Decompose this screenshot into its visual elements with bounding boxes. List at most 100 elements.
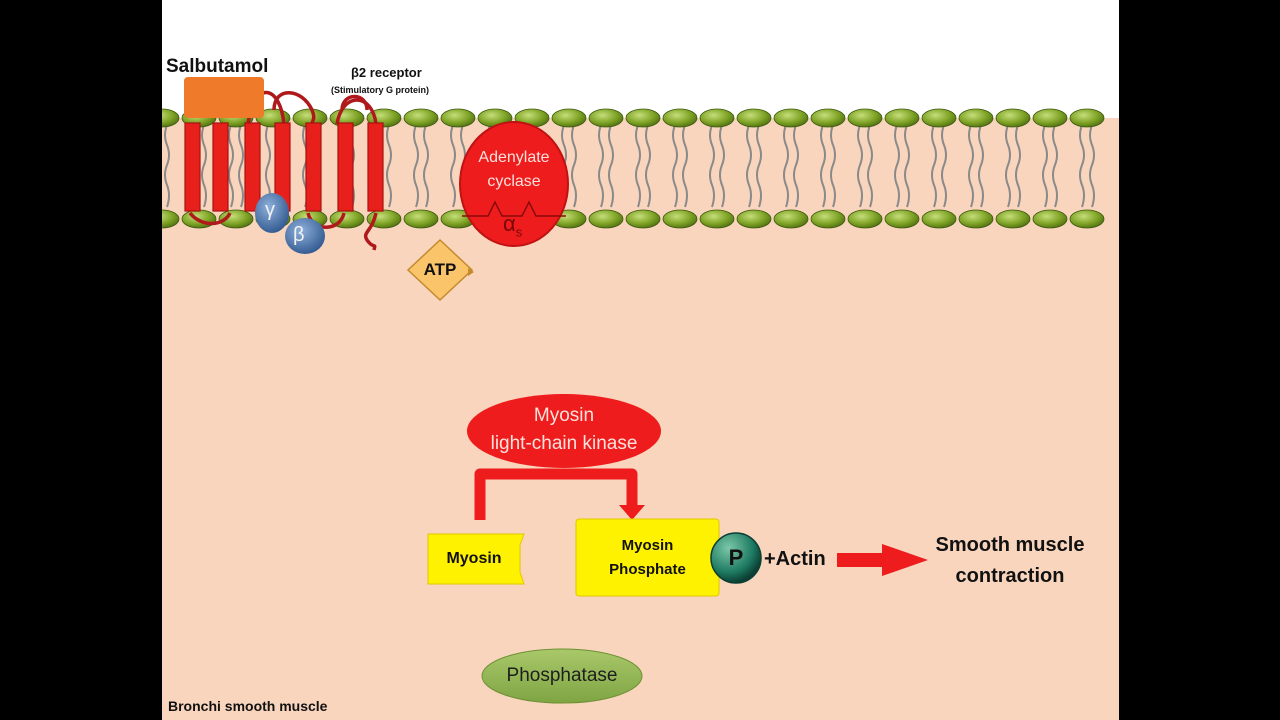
lipid-tail (635, 124, 651, 208)
cyclase-line2: cyclase (487, 173, 541, 190)
lipid-head (440, 108, 476, 128)
atp-molecule (406, 238, 474, 302)
actin-label: +Actin (764, 548, 826, 570)
lipid-head (773, 209, 809, 229)
lipid-head (921, 209, 957, 229)
outcome-label: Smooth muscle contraction (920, 530, 1100, 592)
receptor-helix (337, 122, 354, 212)
lipid-tail (164, 124, 170, 208)
lipid-tail (968, 124, 984, 208)
lipid-head (810, 108, 846, 128)
lipid-head (847, 209, 883, 229)
lipid-tail (598, 124, 614, 208)
beta-label: β (293, 224, 305, 246)
mlck-label: Myosin light-chain kinase (467, 400, 661, 460)
outcome-line1: Smooth muscle (935, 534, 1085, 556)
lipid-tail (894, 124, 910, 208)
lipid-head (551, 108, 587, 128)
slide-canvas: Salbutamol β2 receptor (Stimulatory G pr… (162, 0, 1119, 720)
lipid-head (1069, 108, 1105, 128)
lipid-head (403, 209, 439, 229)
receptor-loops (188, 90, 378, 251)
lipid-tail (820, 124, 836, 208)
lipid-tail (1079, 124, 1095, 208)
cyclase-line1: Adenylate (478, 149, 550, 166)
diagram-graphics (162, 77, 1105, 704)
receptor-helix (305, 122, 322, 212)
receptor-helix (367, 122, 384, 212)
lipid-tail (1005, 124, 1021, 208)
mlck-line1: Myosin (533, 405, 595, 426)
lipid-tail (783, 124, 799, 208)
alpha-s-label: αs (503, 211, 522, 239)
cell-type-label: Bronchi smooth muscle (168, 698, 328, 714)
lipid-tail (672, 124, 688, 208)
lipid-tail (1042, 124, 1058, 208)
lipid-tail (857, 124, 873, 208)
lipid-head (1032, 108, 1068, 128)
receptor-helix (244, 122, 261, 212)
beta2-receptor (184, 122, 384, 212)
receptor-helix (212, 122, 229, 212)
lipid-head (736, 108, 772, 128)
lipid-head (958, 108, 994, 128)
g-protein-beta (285, 218, 325, 254)
lipid-tail (931, 124, 947, 208)
lipid-head (588, 209, 624, 229)
myosin-label: Myosin (446, 550, 502, 567)
phosphatase-enzyme (481, 648, 643, 704)
lipid-bilayer (162, 108, 1105, 229)
lipid-head (625, 209, 661, 229)
lipid-head (625, 108, 661, 128)
lipid-head (162, 108, 180, 128)
lipid-head (958, 209, 994, 229)
lipid-head (699, 209, 735, 229)
alpha-symbol: α (503, 211, 516, 236)
mlck-enzyme (467, 394, 661, 468)
lipid-tail (709, 124, 725, 208)
lipid-head (403, 108, 439, 128)
phosphatase-label: Phosphatase (506, 665, 618, 686)
lipid-head (921, 108, 957, 128)
lipid-head (662, 209, 698, 229)
salbutamol-label: Salbutamol (166, 56, 269, 77)
mlck-line2: light-chain kinase (490, 433, 638, 454)
phosphorylation-arrow (474, 468, 638, 520)
phosphate-label: P (728, 545, 744, 570)
alpha-subscript: s (515, 224, 523, 240)
g-protein-gamma (255, 193, 289, 233)
myosin-phosphate-label: Myosin Phosphate (576, 526, 719, 590)
lipid-head (1069, 209, 1105, 229)
atp-label: ATP (423, 260, 457, 279)
lipid-head (1032, 209, 1068, 229)
lipid-head (699, 108, 735, 128)
lipid-head (995, 209, 1031, 229)
lipid-head (736, 209, 772, 229)
myosin-box (427, 533, 525, 585)
lipid-head (847, 108, 883, 128)
lipid-tail (413, 124, 429, 208)
adenylate-cyclase-label: Adenylate cyclase (460, 146, 568, 194)
adenylate-cyclase (459, 121, 569, 247)
myosin-phosphate-line1: Myosin (621, 537, 674, 554)
salbutamol-molecule (184, 77, 264, 118)
contraction-arrow (837, 544, 928, 576)
lipid-head (884, 108, 920, 128)
myosin-phosphate-line2: Phosphate (609, 561, 686, 578)
gamma-label: γ (265, 199, 275, 221)
receptor-helix (184, 122, 201, 212)
outcome-line2: contraction (955, 565, 1065, 587)
lipid-tail (228, 124, 244, 208)
lipid-head (162, 209, 180, 229)
lipid-tail (746, 124, 762, 208)
phosphate-group (710, 532, 762, 584)
lipid-head (810, 209, 846, 229)
lipid-head (995, 108, 1031, 128)
extracellular-space (162, 0, 1119, 118)
lipid-head (884, 209, 920, 229)
receptor-title: β2 receptor (351, 65, 422, 80)
receptor-subtitle: (Stimulatory G protein) (331, 85, 430, 95)
lipid-head (662, 108, 698, 128)
lipid-head (588, 108, 624, 128)
lipid-head (773, 108, 809, 128)
